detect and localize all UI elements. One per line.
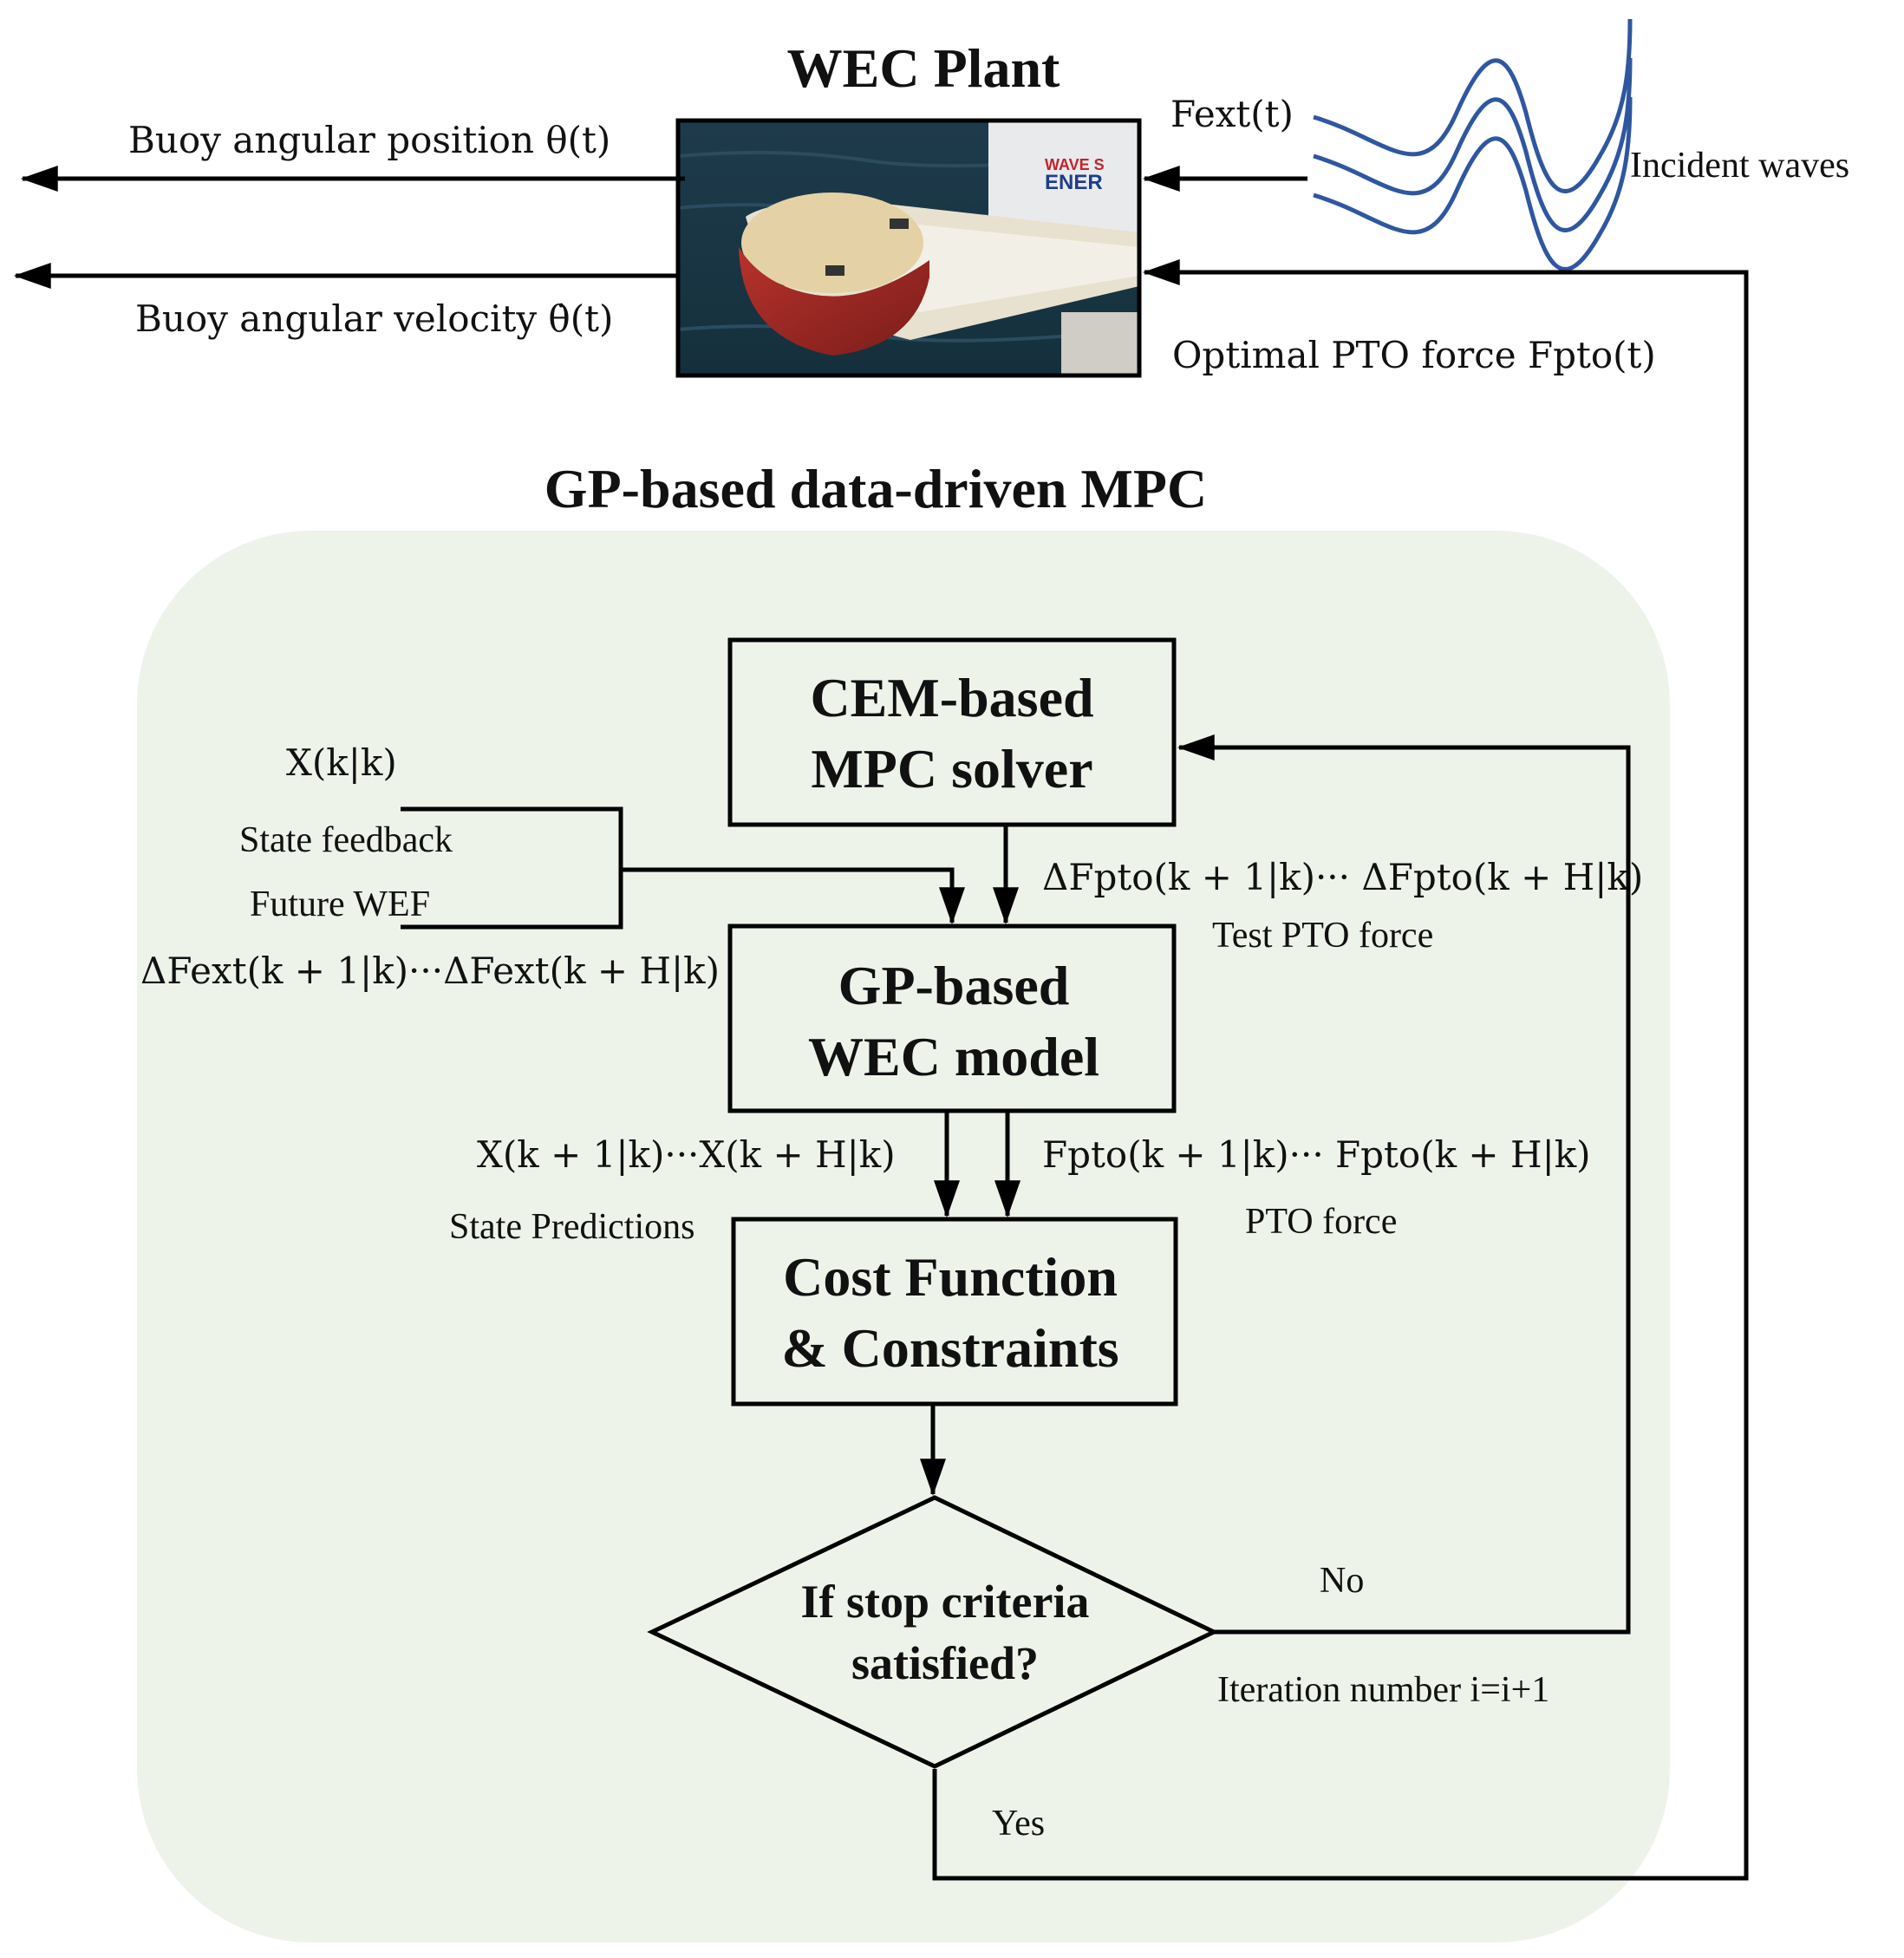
delta-fpto-label: ΔFpto(k + 1|k)··· ΔFpto(k + H|k) bbox=[1042, 856, 1643, 898]
fpto-seq-label: Fpto(k + 1|k)··· Fpto(k + H|k) bbox=[1042, 1133, 1591, 1176]
position-label: Buoy angular position θ(t) bbox=[128, 119, 610, 161]
model-line2: WEC model bbox=[808, 1026, 1099, 1087]
solver-line1: CEM-based bbox=[810, 667, 1093, 728]
cost-line2: & Constraints bbox=[781, 1317, 1118, 1379]
incident-waves-label: Incident waves bbox=[1630, 146, 1849, 186]
junction-to-model-arrow bbox=[621, 867, 965, 925]
iteration-label: Iteration number i=i+1 bbox=[1217, 1670, 1549, 1710]
test-pto-label: Test PTO force bbox=[1212, 916, 1433, 956]
yes-label: Yes bbox=[992, 1804, 1045, 1844]
state-feedback-label: State feedback bbox=[239, 820, 453, 860]
future-wef-label: Future WEF bbox=[250, 884, 430, 924]
model-line1: GP-based bbox=[838, 955, 1070, 1016]
mpc-region bbox=[137, 531, 1670, 1942]
incident-waves-icon bbox=[1313, 18, 1633, 271]
fext-label: Fext(t) bbox=[1170, 93, 1294, 135]
photo-lettering-1: WAVE S bbox=[1045, 156, 1105, 173]
optimal-pto-label: Optimal PTO force Fpto(t) bbox=[1172, 334, 1656, 376]
decision-line1: If stop criteria bbox=[801, 1576, 1090, 1628]
no-label: No bbox=[1320, 1561, 1364, 1601]
plant-box bbox=[675, 118, 1142, 378]
velocity-label: Buoy angular velocity θ̇(t) bbox=[135, 297, 613, 340]
optimal-pto-return-line bbox=[932, 259, 1749, 1881]
decision-diamond bbox=[647, 1495, 1219, 1769]
wec-plant-photo: WAVE S ENER bbox=[677, 121, 1140, 375]
delta-fext-label: ΔFext(k + 1|k)···ΔFext(k + H|k) bbox=[140, 950, 720, 992]
plant-title: WEC Plant bbox=[787, 37, 1060, 99]
photo-lettering-2: ENER bbox=[1045, 171, 1103, 194]
solver-line2: MPC solver bbox=[811, 738, 1092, 800]
pto-force-label: PTO force bbox=[1245, 1202, 1397, 1242]
decision-line2: satisfied? bbox=[851, 1637, 1039, 1689]
state-predictions-label: State Predictions bbox=[449, 1207, 694, 1247]
state-pred-seq-label: X(k + 1|k)···X(k + H|k) bbox=[477, 1133, 896, 1176]
model-block bbox=[727, 924, 1177, 1113]
no-branch-loop bbox=[1177, 734, 1631, 1635]
solver-block bbox=[727, 637, 1177, 827]
cost-line1: Cost Function bbox=[783, 1246, 1118, 1308]
cost-block bbox=[731, 1217, 1178, 1406]
state-now-label: X(k|k) bbox=[286, 741, 397, 784]
mpc-title: GP-based data-driven MPC bbox=[544, 458, 1207, 519]
